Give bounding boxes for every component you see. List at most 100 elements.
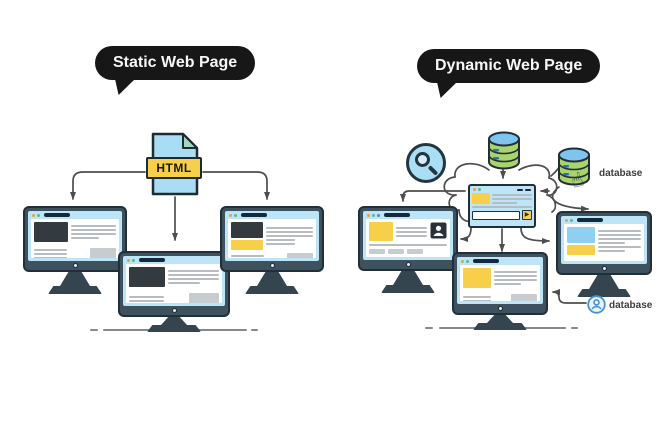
monitor-frame [118,251,230,317]
monitor-screen [363,211,453,260]
dynamic-title-bubble: Dynamic Web Page [417,49,601,83]
window-dot-icon [132,258,135,262]
window-dot-icon [473,188,476,191]
gray-block [90,248,116,258]
database-cylinder-icon [558,147,590,186]
url-bar [241,213,267,217]
html-file-label: HTML [156,161,192,175]
monitor-screen [457,257,543,304]
window-dot-icon [32,213,35,217]
go-button: ▶ [522,210,532,220]
window-dot-icon [37,213,40,217]
static-title-bubble: Static Web Page [95,46,256,80]
monitor-base [48,286,102,294]
arrow-cloud-to-monitor-left [400,190,466,202]
monitor-base [245,286,299,294]
monitor-chin [123,306,225,315]
monitor-base [473,323,527,330]
monitor-screen [123,256,225,306]
monitor-stand [393,271,423,285]
url-bar [139,258,165,262]
monitor-frame [556,211,652,275]
monitor-stand [589,275,619,289]
dynamic-monitor-left [358,206,458,293]
monitor-stand [257,272,287,286]
window-dot-icon [372,213,375,217]
url-bar [577,218,603,222]
webpage-card [460,265,540,301]
window-dot-icon [127,258,130,262]
url-bar [384,213,410,217]
search-input [472,210,520,220]
user-badge-icon [430,222,447,239]
blue-block [567,227,595,243]
monitor-base [381,285,435,293]
monitor-frame [452,252,548,315]
monitor-stand [60,272,90,286]
arrow-browser-to-monitor-right [520,227,550,244]
static-monitor-center [118,251,230,332]
window-dot-icon [461,259,464,263]
search-lens-icon [415,152,430,167]
monitor-frame [220,206,324,272]
power-button [269,263,275,268]
monitor-chin [561,264,647,273]
window-dot-icon [229,213,232,217]
monitor-frame [358,206,458,271]
arrow-browser-to-monitor-left [460,227,472,242]
gray-block [511,294,537,301]
monitor-frame [23,206,127,272]
text-line [369,244,447,246]
monitor-chin [457,304,543,313]
monitor-chin [225,261,319,270]
dynamic-monitor-center [452,252,548,330]
cloud-squiggle [546,194,557,213]
yellow-block [231,240,263,250]
window-dot-icon [367,213,370,217]
webpage-card [366,219,450,257]
static-monitor-left [23,206,127,294]
database-label-top: database [599,168,643,179]
menu-icon [525,188,531,191]
webpage-card [228,219,316,258]
monitor-stand [161,317,187,325]
power-button [171,308,177,313]
browser-topbar [225,211,319,218]
server-browser-window: ▶ [468,184,536,228]
gray-block [287,253,313,258]
search-handle-icon [427,165,439,176]
power-button [497,306,503,311]
window-dot-icon [565,218,568,222]
menu-icon [517,188,523,191]
text-line [472,206,532,208]
gray-block [189,293,219,303]
monitor-stand [487,315,513,323]
window-dot-icon [570,218,573,222]
browser-topbar [28,211,122,218]
browser-topbar [363,211,453,218]
url-bar [44,213,70,217]
yellow-block [472,193,490,204]
browser-topbar [457,257,543,264]
power-button [405,262,411,267]
webpage-card [126,264,222,303]
html-file-badge: HTML [146,157,202,179]
monitor-base [147,325,201,332]
monitor-screen [28,211,122,261]
arrow-avatar-db-to-monitor-center [552,289,587,304]
static-title-label: Static Web Page [113,54,238,71]
window-dot-icon [234,213,237,217]
static-monitor-right [220,206,324,294]
image-placeholder [34,222,68,242]
yellow-block [369,222,393,241]
search-icon [406,143,446,183]
image-placeholder [231,222,263,238]
monitor-screen [225,211,319,261]
image-placeholder [129,267,165,287]
cloud-squiggle [448,194,471,222]
database-user-icon [587,295,606,314]
power-button [72,263,78,268]
yellow-block [567,245,595,255]
database-cylinder-icon [488,131,520,170]
monitor-screen [561,216,647,264]
